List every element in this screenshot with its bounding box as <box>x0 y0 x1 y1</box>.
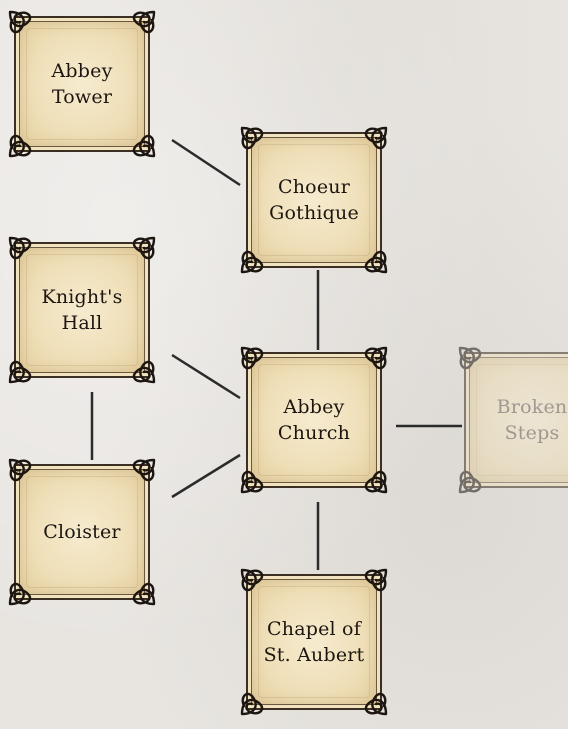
room-label: Chapel of St. Aubert <box>246 574 382 710</box>
room-broken-steps[interactable]: Broken Steps <box>456 344 568 496</box>
connector-tower-choeur <box>172 140 240 185</box>
connector-cloister-church <box>172 455 240 497</box>
room-label: Choeur Gothique <box>246 132 382 268</box>
room-label: Knight's Hall <box>14 242 150 378</box>
room-label: Cloister <box>14 464 150 600</box>
room-abbey-church[interactable]: Abbey Church <box>238 344 390 496</box>
room-abbey-tower[interactable]: Abbey Tower <box>6 8 158 160</box>
room-label: Broken Steps <box>464 352 568 488</box>
room-label: Abbey Church <box>246 352 382 488</box>
room-cloister[interactable]: Cloister <box>6 456 158 608</box>
room-choeur-gothique[interactable]: Choeur Gothique <box>238 124 390 276</box>
connector-knights-church <box>172 355 240 398</box>
room-label: Abbey Tower <box>14 16 150 152</box>
room-knights-hall[interactable]: Knight's Hall <box>6 234 158 386</box>
room-chapel-st-aubert[interactable]: Chapel of St. Aubert <box>238 566 390 718</box>
